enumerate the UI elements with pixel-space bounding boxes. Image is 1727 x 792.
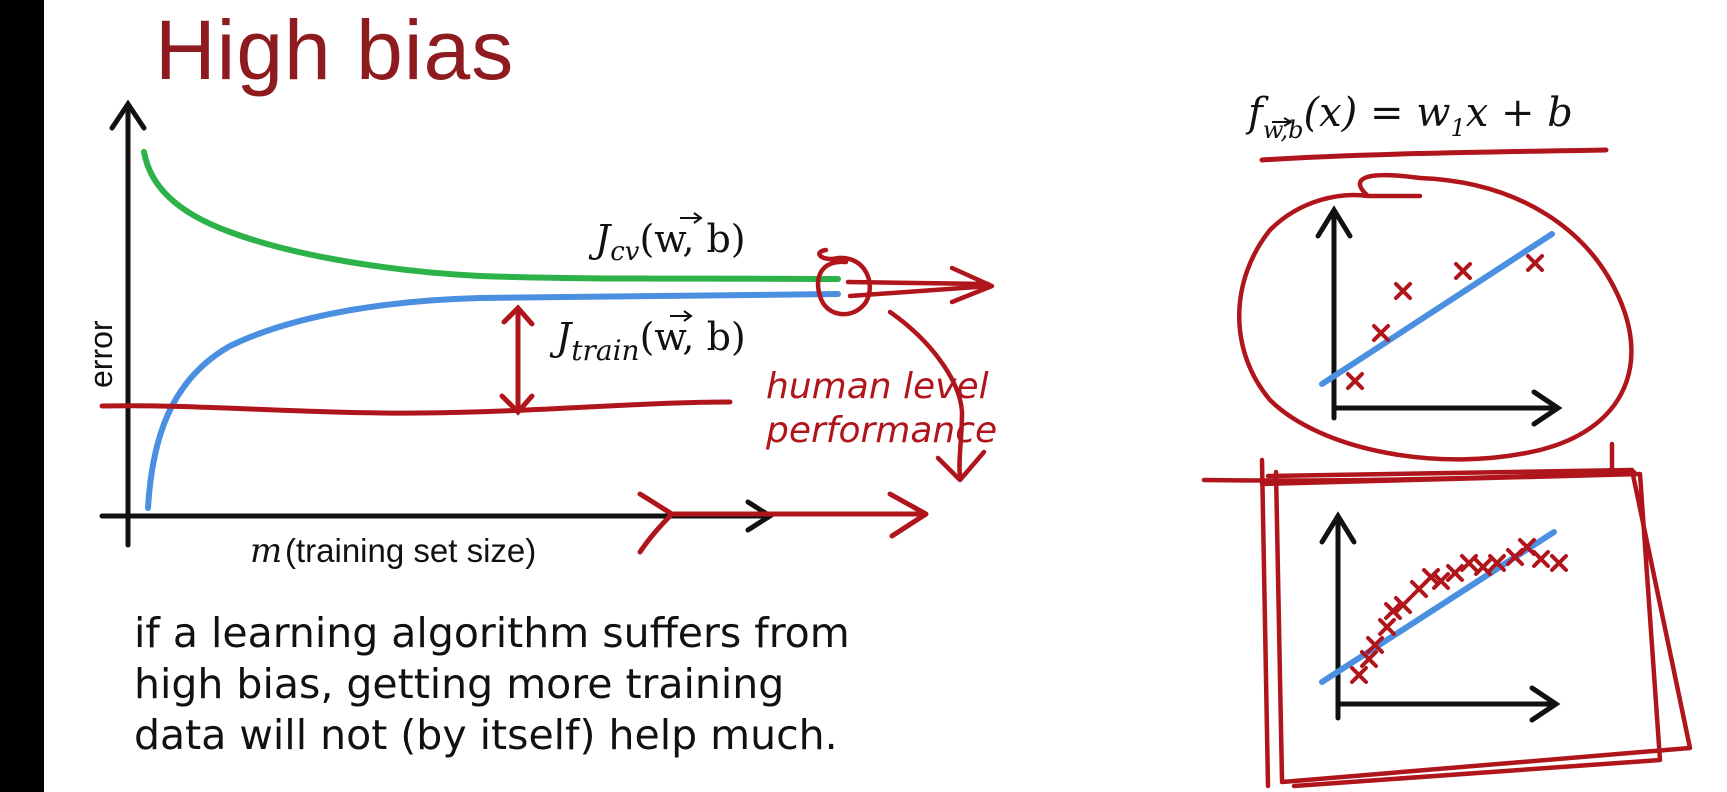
data-point-x [1474, 558, 1492, 576]
data-point-x [1360, 650, 1378, 668]
model-formula: fw,b(x) = w1x + b [1245, 90, 1573, 144]
data-point-x [1488, 554, 1506, 572]
left-black-bar [0, 0, 44, 792]
data-point-x [1532, 550, 1550, 568]
data-point-x [1432, 572, 1450, 590]
annotation-human-level: human level [766, 366, 989, 407]
data-point-x [1378, 618, 1396, 636]
data-point-x [1372, 324, 1390, 342]
explanation-text: if a learning algorithm suffers from hig… [134, 609, 850, 759]
y-axis-label: error [83, 320, 119, 388]
data-point-x [1366, 636, 1384, 654]
top-plot-circle [1237, 173, 1634, 462]
x-axis-label: (training set size) [285, 532, 536, 569]
data-point-x [1350, 666, 1368, 684]
x-axis-symbol: m [250, 531, 282, 571]
cv-vector-arrow-icon [680, 212, 703, 224]
data-point-x [1346, 372, 1364, 390]
cv-error-curve [141, 149, 841, 282]
data-point-x [1460, 554, 1478, 572]
train-curve-label: Jtrain(w, b) [549, 315, 746, 367]
cv-curve-label: Jcv(w, b) [588, 217, 746, 267]
data-point-x [1526, 254, 1544, 272]
train-error-curve [145, 291, 841, 511]
left-y-axis [109, 99, 147, 548]
x-axis-extension-arrow [637, 491, 929, 555]
human-level-line [99, 399, 733, 416]
data-point-x [1384, 602, 1402, 620]
data-point-x [1394, 596, 1412, 614]
data-point-x [1454, 262, 1472, 280]
top-plot-data-points [1346, 254, 1544, 390]
train-vector-arrow-icon [670, 310, 693, 322]
convergence-markup [815, 247, 995, 483]
slide-title: High bias [155, 3, 515, 97]
data-point-x [1394, 282, 1412, 300]
bottom-plot-data-points [1350, 538, 1568, 684]
bottom-plot-box [1201, 441, 1693, 789]
data-point-x [1446, 564, 1464, 582]
formula-vector-arrow-icon [1272, 117, 1294, 127]
data-point-x [1550, 554, 1568, 572]
data-point-x [1518, 538, 1536, 556]
data-point-x [1422, 568, 1440, 586]
gap-double-arrow [499, 304, 535, 416]
formula-underline [1259, 147, 1609, 163]
top-plot-axes [1315, 205, 1563, 427]
top-plot-fit-line [1319, 231, 1555, 387]
bottom-plot-axes [1319, 511, 1561, 723]
